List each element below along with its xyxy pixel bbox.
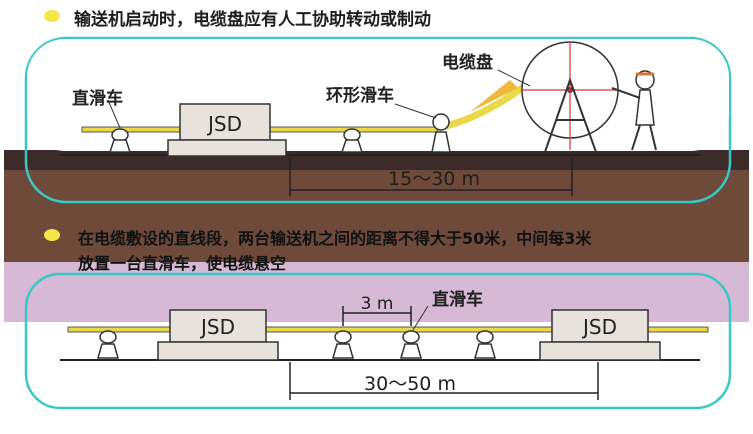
pointer-p2-roller	[412, 305, 429, 331]
straight-roller-1	[108, 128, 132, 153]
bullet-dot-1	[44, 10, 60, 22]
straight-roller-2	[340, 128, 364, 153]
jsd-label-1: JSD	[206, 112, 242, 136]
ring-roller	[431, 113, 451, 153]
pointer-cable-drum	[497, 69, 531, 87]
label-ring-roller: 环形滑车	[326, 85, 394, 106]
label-cable-drum: 电缆盘	[442, 52, 493, 73]
jsd-label-left: JSD	[199, 315, 235, 339]
worker-figure	[611, 70, 657, 151]
jsd-left-base	[157, 341, 279, 361]
jsd-left-top	[169, 309, 267, 343]
bullet-dot-2	[44, 229, 60, 241]
roller-p2-4	[474, 330, 496, 359]
cable-panel-2	[67, 326, 709, 333]
pointer-straight-roller	[107, 99, 121, 129]
jsd-right-top	[551, 309, 649, 343]
cable-arrow	[470, 80, 518, 112]
jsd-machine-base	[167, 139, 287, 157]
note-1: 输送机启动时，电缆盘应有人工协助转动或制动	[74, 10, 431, 30]
roller-p2-3	[400, 330, 422, 359]
spacing-label: 3 m	[361, 294, 394, 314]
label-straight-roller-2: 直滑车	[432, 289, 483, 310]
note-2-line-2: 放置一台直滑车，使电缆悬空	[78, 254, 287, 273]
dim-label-1: 15～30 m	[388, 168, 480, 190]
note-2-line-1: 在电缆敷设的直线段，两台输送机之间的距离不得大于50米，中间每3米	[78, 229, 592, 248]
jsd-right-base	[539, 341, 661, 361]
jsd-machine-top	[179, 103, 271, 141]
dim-label-2: 30～50 m	[364, 373, 456, 395]
panel-2-frame	[24, 272, 732, 410]
pointer-ring-roller	[394, 103, 437, 119]
roller-p2-1	[97, 330, 119, 359]
jsd-label-right: JSD	[581, 315, 617, 339]
panel-1-frame	[24, 36, 732, 204]
label-straight-roller-1: 直滑车	[72, 88, 123, 109]
roller-p2-2	[332, 330, 354, 359]
cable-drum	[521, 41, 619, 153]
